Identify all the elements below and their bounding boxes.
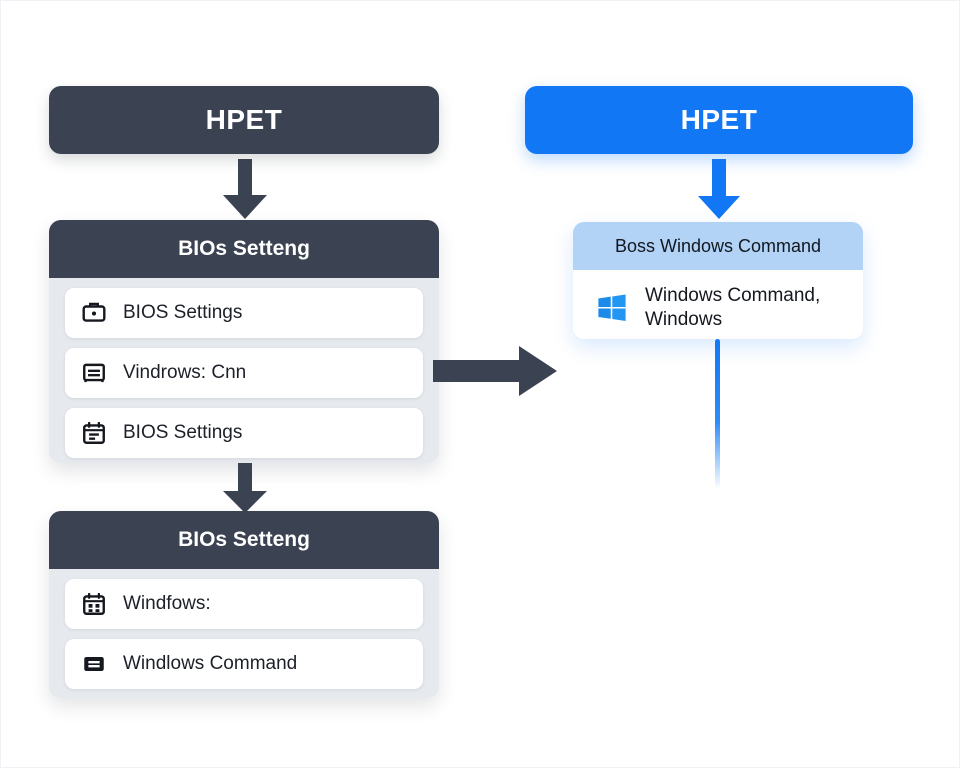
left-hpet-pill[interactable]: HPET — [49, 86, 439, 154]
calendar-list-icon — [83, 421, 105, 444]
arrow-down-icon-right — [698, 159, 740, 219]
arrow-right-icon-cross — [433, 346, 557, 396]
right-card-row-label: Windows Command, Windows — [645, 284, 820, 332]
camera-card-icon — [82, 302, 106, 322]
list-item-label: BIOS Settings — [123, 302, 243, 323]
right-card-row-line1: Windows Command, — [645, 285, 821, 306]
right-windows-card: Boss Windows Command Windows Command, Wi… — [573, 222, 863, 339]
list-item-label: Windfows: — [123, 593, 211, 614]
left-middle-card-body: BIOS Settings Vindrows: Cnn — [49, 278, 439, 463]
list-item[interactable]: BIOS Settings — [65, 288, 423, 338]
right-card-row[interactable]: Windows Command, Windows — [573, 270, 863, 339]
window-grid-icon — [83, 592, 105, 615]
right-card-header: Boss Windows Command — [573, 222, 863, 270]
vertical-line-connector — [715, 339, 720, 489]
right-hpet-pill[interactable]: HPET — [525, 86, 913, 154]
left-bottom-card-body: Windfows: Windlows Command — [49, 569, 439, 698]
left-middle-card: BIOs Setteng BIOS Settings Vindrows: Cnn — [49, 220, 439, 463]
list-item[interactable]: Windfows: — [65, 579, 423, 629]
left-bottom-card: BIOs Setteng Windfows: — [49, 511, 439, 698]
document-lines-icon — [83, 363, 105, 383]
left-middle-card-header: BIOs Setteng — [49, 220, 439, 278]
list-item-label: Windlows Command — [123, 653, 298, 674]
list-item[interactable]: BIOS Settings — [65, 408, 423, 458]
list-item-label: Vindrows: Cnn — [123, 362, 247, 383]
right-hpet-label: HPET — [680, 104, 758, 135]
windows-logo-icon — [598, 294, 626, 321]
list-item[interactable]: Vindrows: Cnn — [65, 348, 423, 398]
list-item-label: BIOS Settings — [123, 422, 243, 443]
arrow-down-icon-left-bottom — [223, 463, 267, 513]
list-item[interactable]: Windlows Command — [65, 639, 423, 689]
list-bars-icon — [84, 656, 104, 672]
arrow-down-icon-left-top — [223, 159, 267, 219]
left-bottom-card-header: BIOs Setteng — [49, 511, 439, 569]
right-card-row-line2: Windows — [645, 308, 723, 330]
left-hpet-label: HPET — [205, 104, 283, 135]
